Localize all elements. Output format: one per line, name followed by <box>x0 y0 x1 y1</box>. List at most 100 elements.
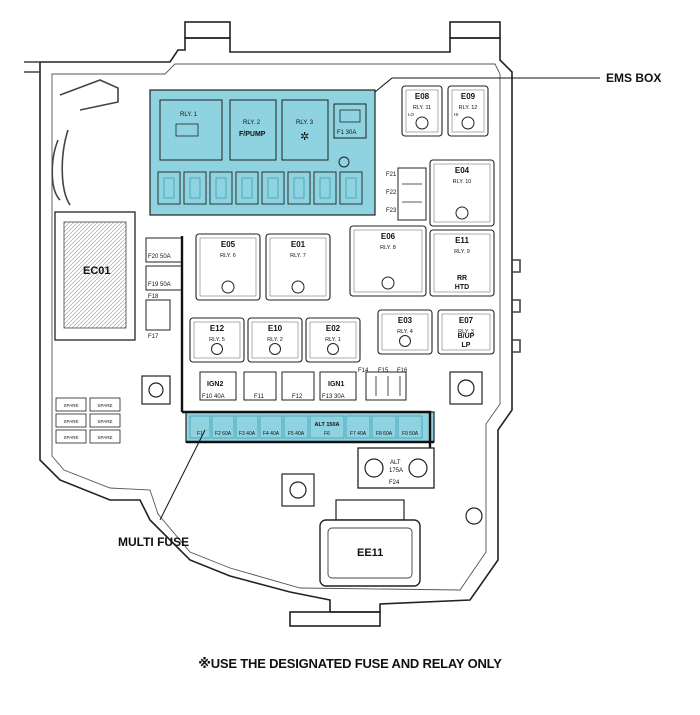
relay-e03-connector: E03 <box>398 316 413 325</box>
relay-e09-connector: E09 <box>461 92 476 101</box>
relay-e10-id: RLY. 2 <box>267 337 283 343</box>
usage-note: ※USE THE DESIGNATED FUSE AND RELAY ONLY <box>198 656 502 671</box>
ems-mini-fuse <box>209 171 233 205</box>
relay-e04-connector: E04 <box>455 166 470 175</box>
ems-box: RLY. 1 RLY. 2 F/PUMP RLY. 3 ✲ F1 30A <box>149 89 376 216</box>
fuse-f21-label: F21 <box>386 172 397 178</box>
fuse-f15-label: F15 <box>378 368 389 374</box>
fuse-f14-label: F14 <box>358 368 369 374</box>
right-mini-fuse-stack: F21 F22 F23 <box>386 167 427 221</box>
ems-relay-3-label: RLY. 3 <box>296 120 314 126</box>
spare-fuse-label: SPARE <box>98 419 113 424</box>
spare-fuse-label: SPARE <box>64 435 79 440</box>
fuse-f23-label: F23 <box>386 208 397 214</box>
ems-mini-fuse <box>313 171 337 205</box>
spare-fuse-label: SPARE <box>98 403 113 408</box>
alt-fuse: ALT 175A F24 <box>357 447 435 489</box>
relay-e02-connector: E02 <box>326 324 341 333</box>
multi-fuse-cell-f9 <box>397 415 423 439</box>
relay-e06-id: RLY. 8 <box>380 245 396 251</box>
alt-fuse-line1: ALT <box>390 460 401 466</box>
ems-relay-1 <box>159 99 223 161</box>
alt-fuse-line2: 175A <box>389 468 403 474</box>
relay-e06-symbol-icon <box>381 276 395 290</box>
spare-fuse-label: SPARE <box>64 419 79 424</box>
spare-fuse-slot <box>55 429 87 444</box>
ems-relay-2-label: RLY. 2 <box>243 120 261 126</box>
ems-mini-fuse <box>261 171 285 205</box>
ec01-connector: EC01 <box>54 211 136 341</box>
relay-e04-symbol-icon <box>455 206 469 220</box>
relay-e11-line1: RR <box>457 275 467 282</box>
ee11-label: EE11 <box>357 547 383 559</box>
relay-e12-id: RLY. 5 <box>209 337 225 343</box>
ems-relay-2-sub: F/PUMP <box>239 131 266 138</box>
relay-e07-id: RLY. 3 <box>458 329 474 335</box>
ems-relay-3 <box>281 99 329 161</box>
ems-box-callout: EMS BOX <box>606 71 661 85</box>
relay-e11-id: RLY. 9 <box>454 249 470 255</box>
relay-e07-line2: LP <box>462 342 471 349</box>
alt-fuse-id: F24 <box>389 480 400 486</box>
spare-fuse-slot <box>55 397 87 412</box>
ec01-label: EC01 <box>83 265 111 277</box>
ems-fuse-f1-label: F1 30A <box>337 130 356 136</box>
multi-fuse-cell-f2 <box>211 415 235 439</box>
relay-e08-symbol-icon <box>415 116 429 130</box>
fuse-f11-label: F11 <box>254 394 265 400</box>
ign1-label: IGN1 <box>328 381 344 388</box>
spare-fuse-slot <box>89 413 121 428</box>
ems-fuse-f1 <box>333 103 367 139</box>
multi-fuse-f9-label: F9 50A <box>402 431 419 437</box>
multi-fuse-cell-f4 <box>259 415 283 439</box>
multi-fuse-f4-label: F4 40A <box>263 431 280 437</box>
fuse-f16-label: F16 <box>397 368 408 374</box>
relay-e09-symbol-icon <box>461 116 475 130</box>
multi-fuse-cell-f3 <box>235 415 259 439</box>
spare-fuse-slot <box>89 429 121 444</box>
relay-e01-symbol-icon <box>291 280 305 294</box>
fuse-f12-label: F12 <box>292 394 303 400</box>
fuse-box-housing <box>24 21 521 627</box>
relay-e02-symbol-icon <box>327 343 339 355</box>
relay-e08-sub: LO <box>408 112 415 117</box>
ems-mini-fuse <box>287 171 311 205</box>
relay-e03-symbol-icon <box>399 335 411 347</box>
ems-box-leader <box>374 77 600 93</box>
multi-fuse-f6-label: F6 <box>324 431 330 437</box>
relay-e10-connector: E10 <box>268 324 283 333</box>
relay-e12-symbol-icon <box>211 343 223 355</box>
ems-mini-fuse <box>235 171 259 205</box>
fuse-f18-label: F18 <box>148 294 159 300</box>
relay-e07-connector: E07 <box>459 316 474 325</box>
fuse-f10-label: F10 40A <box>202 394 225 400</box>
relay-e01-id: RLY. 7 <box>290 253 306 259</box>
spare-fuse-label: SPARE <box>64 403 79 408</box>
relay-e01-connector: E01 <box>291 240 306 249</box>
relay-e08-connector: E08 <box>415 92 430 101</box>
relay-e12-connector: E12 <box>210 324 225 333</box>
relay-e07-line1: B/UP <box>458 333 475 340</box>
multi-fuse-cell-f7 <box>345 415 371 439</box>
ign2-label: IGN2 <box>207 381 223 388</box>
relay-e03-id: RLY. 4 <box>397 329 413 335</box>
ign-fuse-row: IGN2 F10 40A F11 F12 IGN1 F13 30A F14 F1… <box>199 368 408 401</box>
ems-relay-1-label: RLY. 1 <box>180 112 198 118</box>
relay-e02-id: RLY. 1 <box>325 337 341 343</box>
ee11-connector: EE11 <box>319 499 421 587</box>
relay-e11-connector: E11 <box>455 236 469 245</box>
fuse-f19-label: F19 50A <box>148 282 171 288</box>
spare-fuse-label: SPARE <box>98 435 113 440</box>
multi-fuse-f8-label: F8 60A <box>376 431 393 437</box>
multi-fuse-f5-label: F5 40A <box>288 431 305 437</box>
spare-fuse-slot <box>89 397 121 412</box>
